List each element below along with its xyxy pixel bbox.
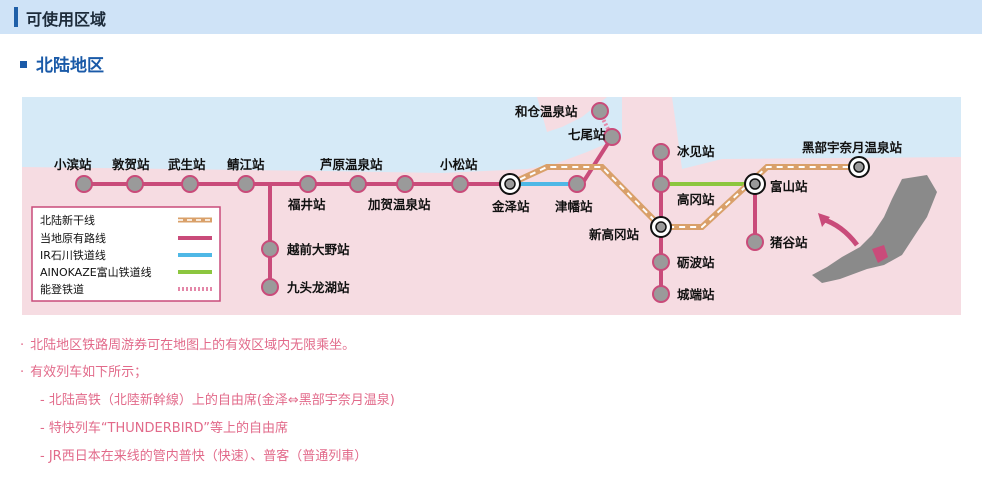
pointer-arrow bbox=[821, 216, 859, 247]
station-dot-tsubata bbox=[568, 175, 586, 193]
note-dot-1: · bbox=[20, 338, 25, 353]
legend: 北陆新干线 当地原有路线 IR石川铁道线 AINOKAZE富山铁道线 能登铁道 bbox=[31, 206, 221, 302]
station-dot-sabae bbox=[237, 175, 255, 193]
label-fukui: 福井站 bbox=[287, 197, 326, 212]
station-dot-komatsu bbox=[451, 175, 469, 193]
station-dot-nanao bbox=[603, 128, 621, 146]
label-tonami: 砺波站 bbox=[677, 255, 715, 270]
legend-label-3: AINOKAZE富山铁道线 bbox=[40, 265, 152, 279]
label-takaoka: 高冈站 bbox=[677, 192, 715, 207]
label-wakura: 和仓温泉站 bbox=[514, 104, 578, 119]
label-komatsu: 小松站 bbox=[439, 157, 478, 172]
label-tsubata: 津幡站 bbox=[555, 199, 593, 214]
bullet-square-icon bbox=[20, 60, 27, 68]
local-line-nanao bbox=[580, 135, 614, 186]
label-unazuki: 黑部宇奈月温泉站 bbox=[802, 140, 903, 155]
noto-peninsula bbox=[537, 97, 607, 132]
section-title-text: 北陆地区 bbox=[36, 56, 104, 76]
station-dot-himi bbox=[652, 143, 670, 161]
station-dot-fukui bbox=[299, 175, 317, 193]
label-obama: 小滨站 bbox=[53, 157, 92, 172]
label-inotani: 猪谷站 bbox=[769, 235, 808, 250]
station-dot-echizen-ono bbox=[261, 240, 279, 258]
station-dot-tsuruga bbox=[126, 175, 144, 193]
hokuriku-highlight bbox=[872, 245, 888, 263]
label-kagaonsen: 加贺温泉站 bbox=[367, 197, 431, 212]
station-dot-obama bbox=[75, 175, 93, 193]
station-dot-tonami bbox=[652, 253, 670, 271]
sea-area bbox=[22, 97, 961, 173]
station-dot-kuzuryuko bbox=[261, 278, 279, 296]
note-line-2: · 有效列车如下所示； bbox=[20, 361, 147, 380]
shinkansen-stations bbox=[499, 156, 870, 238]
header-bar: 可使用区域 bbox=[0, 0, 982, 34]
label-kuzuryuko: 九头龙湖站 bbox=[286, 280, 350, 295]
pointer-arrow-head bbox=[818, 213, 830, 227]
note-item-2: - 特快列车“THUNDERBIRD”等上的自由席 bbox=[40, 421, 288, 436]
note-item-1: - 北陆高铁（北陸新幹線）上的自由席(金泽⇔黑部宇奈月温泉) bbox=[40, 393, 395, 408]
station-dots bbox=[75, 102, 764, 303]
label-nanao: 七尾站 bbox=[568, 127, 606, 142]
label-himi: 冰见站 bbox=[677, 144, 715, 159]
station-core-toyama bbox=[749, 178, 761, 190]
label-awara: 芦原温泉站 bbox=[320, 157, 383, 172]
label-sabae: 鲭江站 bbox=[227, 157, 265, 172]
station-dot-takaoka bbox=[652, 175, 670, 193]
legend-label-4: 能登铁道 bbox=[40, 282, 84, 296]
note-line-2-text: 有效列车如下所示； bbox=[30, 365, 148, 380]
station-core-shintakaoka bbox=[655, 221, 667, 233]
page-title: 可使用区域 bbox=[26, 10, 107, 29]
label-shintakaoka: 新高冈站 bbox=[589, 227, 640, 242]
station-dot-kagaonsen bbox=[396, 175, 414, 193]
note-line-1: · 北陆地区铁路周游券可在地图上的有效区域内无限乘坐。 bbox=[20, 334, 355, 353]
note-line-1-text: 北陆地区铁路周游券可在地图上的有效区域内无限乘坐。 bbox=[30, 338, 356, 353]
station-core-kanazawa bbox=[504, 178, 516, 190]
label-johana: 城端站 bbox=[677, 287, 715, 302]
legend-label-2: IR石川铁道线 bbox=[40, 248, 106, 262]
station-dot-awara bbox=[349, 175, 367, 193]
label-toyama: 富山站 bbox=[770, 179, 808, 194]
route-map: 小滨站 敦贺站 武生站 鲭江站 福井站 芦原温泉站 加贺温泉站 小松站 越前大野… bbox=[22, 97, 961, 315]
label-kanazawa: 金泽站 bbox=[491, 199, 530, 214]
japan-map-inset bbox=[812, 175, 937, 283]
note-item-3: - JR西日本在来线的管内普快（快速）、普客（普通列車） bbox=[40, 449, 368, 464]
label-echizen-ono: 越前大野站 bbox=[286, 242, 350, 257]
station-dot-wakura bbox=[591, 102, 609, 120]
legend-label-1: 当地原有路线 bbox=[40, 231, 106, 245]
station-dot-takefu bbox=[181, 175, 199, 193]
route-map-svg: 小滨站 敦贺站 武生站 鲭江站 福井站 芦原温泉站 加贺温泉站 小松站 越前大野… bbox=[22, 97, 961, 303]
station-core-unazuki bbox=[853, 161, 865, 173]
label-takefu: 武生站 bbox=[168, 157, 206, 172]
note-dot-2: · bbox=[20, 365, 25, 380]
station-dot-johana bbox=[652, 285, 670, 303]
header-accent bbox=[14, 7, 18, 27]
legend-label-0: 北陆新干线 bbox=[40, 213, 95, 227]
station-dot-inotani bbox=[746, 233, 764, 251]
label-tsuruga: 敦贺站 bbox=[112, 157, 150, 172]
section-title: 北陆地区 bbox=[20, 51, 104, 76]
